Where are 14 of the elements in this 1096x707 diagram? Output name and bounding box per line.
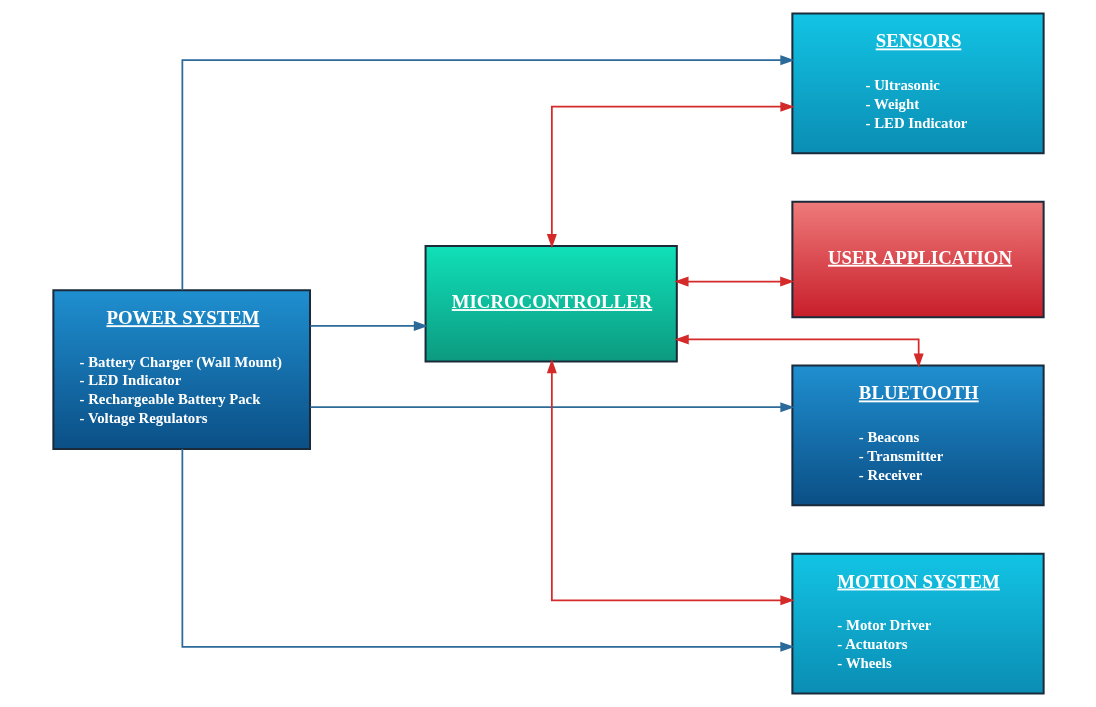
node-box: POWER SYSTEM - Battery Charger (Wall Mount) - LED Indicator - Rechargeable Battery Pack - Voltage Regulators — [51, 289, 311, 450]
node-box: BLUETOOTH - Beacons - Transmitter - Receiver — [790, 364, 1045, 507]
node-box: SENSORS - Ultrasonic - Weight - LED Indicator — [790, 12, 1045, 155]
node-box: MICROCONTROLLER — [424, 245, 678, 363]
arrow — [674, 334, 924, 368]
arrow — [181, 55, 795, 292]
node-box: MOTION SYSTEM - Motor Driver - Actuators - Wheels — [790, 552, 1045, 695]
arrow — [546, 359, 795, 606]
arrow — [309, 402, 795, 413]
arrow — [673, 276, 794, 287]
node-box: USER APPLICATION — [790, 200, 1045, 319]
arrow — [309, 320, 428, 331]
arrow — [181, 448, 795, 652]
arrow — [546, 101, 795, 249]
